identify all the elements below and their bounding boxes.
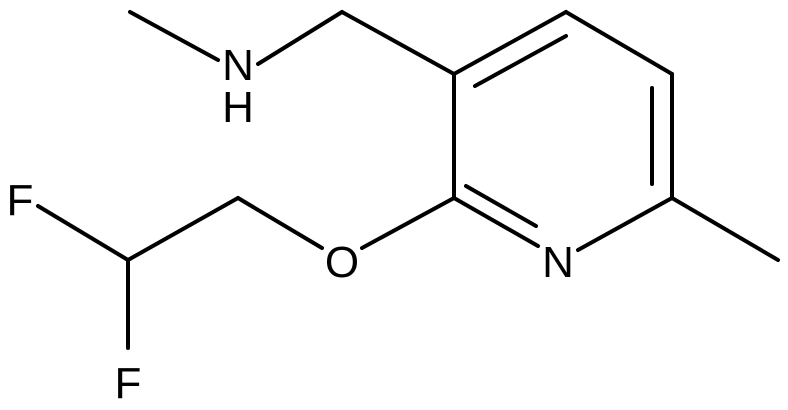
ring-nitrogen-label: N: [542, 238, 574, 287]
bond-c4-c5: [564, 10, 674, 76]
bond-c-f-top: [36, 204, 130, 262]
nh-hydrogen-label: H: [222, 83, 254, 132]
bond-c2-o: [360, 196, 456, 250]
fluorine-bottom-label: F: [115, 359, 142, 408]
bond-c3-c4-inner: [473, 34, 568, 88]
ether-oxygen-label: O: [325, 238, 359, 287]
bond-c3-c4: [452, 10, 568, 76]
fluorine-top-label: F: [7, 176, 34, 225]
bond-ring-n-c2: [452, 196, 540, 248]
bond-methyl-n: [128, 10, 220, 62]
bond-ch2-c3: [340, 10, 456, 76]
bond-c6-ring-n: [576, 196, 674, 252]
nh-nitrogen-label: N: [222, 41, 254, 90]
bond-o-ch2: [236, 196, 324, 250]
bond-c6-methyl: [670, 196, 780, 262]
bond-n-ch2: [256, 10, 344, 66]
bond-ring-n-c2-inner: [464, 184, 538, 228]
bond-ch2-chf2: [126, 196, 240, 262]
